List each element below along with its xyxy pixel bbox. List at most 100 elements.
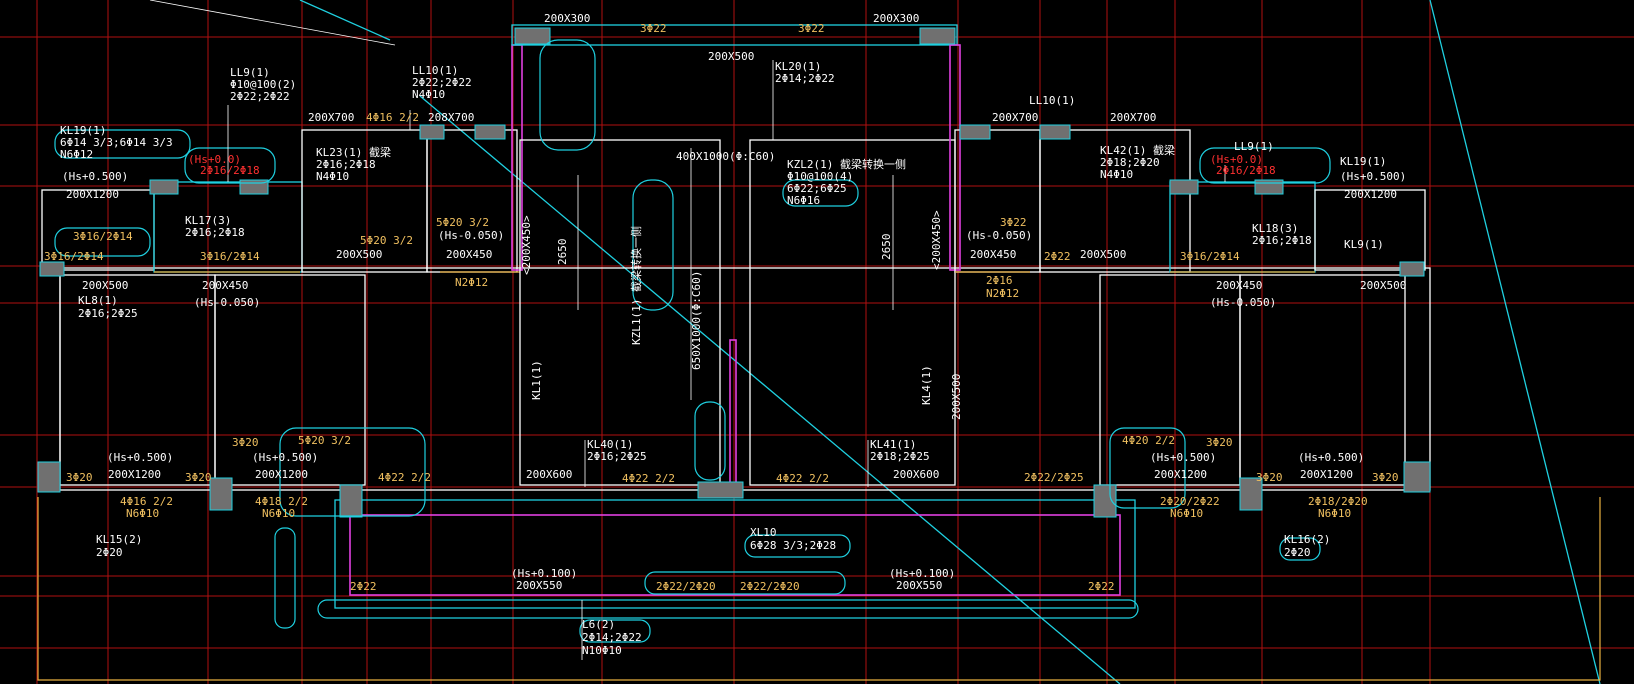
label-kl16: KL16(2) bbox=[1284, 533, 1330, 546]
label-kl18-rebar: 2Φ16;2Φ18 bbox=[1252, 234, 1312, 247]
cloud-2 bbox=[184, 147, 276, 184]
label-200x500-b: 200X500 bbox=[82, 279, 128, 292]
label-200x300-a: 200X300 bbox=[544, 12, 590, 25]
label-200x450-e: 200X450 bbox=[970, 248, 1016, 261]
label-n2f12-b: N2Φ12 bbox=[986, 287, 1019, 300]
label-kl9: KL9(1) bbox=[1344, 238, 1384, 251]
label-n6f10-a: N6Φ10 bbox=[126, 507, 159, 520]
label-kl40-rebar: 2Φ16;2Φ25 bbox=[587, 450, 647, 463]
label-200x1200-c: 200X1200 bbox=[1154, 468, 1207, 481]
label-4f22-a: 4Φ22 2/2 bbox=[378, 471, 431, 484]
column-19 bbox=[1039, 124, 1071, 140]
label-5f20-c: 5Φ20 3/2 bbox=[298, 434, 351, 447]
reference-diagonals bbox=[149, 0, 1601, 684]
label-kl20: KL20(1) bbox=[775, 60, 821, 73]
label-200x700-a: 200X700 bbox=[308, 111, 354, 124]
label-n6f10-d: N6Φ10 bbox=[1318, 507, 1351, 520]
label-kl1: KL1(1) bbox=[530, 360, 543, 400]
column-17 bbox=[474, 124, 506, 140]
column-3 bbox=[339, 484, 363, 518]
label-kl8: KL8(1) bbox=[78, 294, 118, 307]
label-kl15: KL15(2) bbox=[96, 533, 142, 546]
label-l6-rebar: 2Φ14;2Φ22 bbox=[582, 631, 642, 644]
label-kl19-right-elev: (Hs+0.500) bbox=[1340, 170, 1406, 183]
column-18 bbox=[959, 124, 991, 140]
label-400x1000: 400X1000(Φ:C60) bbox=[676, 150, 775, 163]
label-200x500-f: 200X500 bbox=[950, 374, 963, 420]
label-ll9-right: LL9(1) bbox=[1234, 140, 1274, 153]
left-lower-room-b bbox=[214, 274, 366, 486]
column-10 bbox=[149, 179, 179, 195]
label-200x600-b: 200X600 bbox=[893, 468, 939, 481]
cloud-10 bbox=[1109, 427, 1186, 509]
label-ll10-left: LL10(1) bbox=[412, 64, 458, 77]
label-200x450-d: <200X450> bbox=[930, 210, 943, 270]
leader-lines bbox=[227, 60, 1226, 660]
label-200x450-b: 200X450 bbox=[202, 279, 248, 292]
cloud-1 bbox=[54, 129, 191, 159]
center-shaft-right bbox=[749, 139, 956, 486]
label-elev-neg050-e: (Hs-0.050) bbox=[966, 229, 1032, 242]
label-elev-100-a: (Hs+0.100) bbox=[511, 567, 577, 580]
label-200x1200-left: 200X1200 bbox=[66, 188, 119, 201]
cloud-6 bbox=[632, 179, 674, 311]
label-3f20-b: 3Φ20 bbox=[66, 471, 93, 484]
label-5f20-a: 5Φ20 3/2 bbox=[360, 234, 413, 247]
center-top-beam bbox=[511, 24, 958, 46]
label-kl23: KL23(1) 截梁 bbox=[316, 145, 391, 159]
right-wing bbox=[954, 129, 1426, 486]
outer-boundary bbox=[37, 497, 1601, 681]
center-column-line bbox=[729, 339, 737, 491]
label-kl19-left-elev: (Hs+0.500) bbox=[62, 170, 128, 183]
label-ll9-stirrup: Φ10@100(2) bbox=[230, 78, 296, 91]
label-2f22-2f25: 2Φ22/2Φ25 bbox=[1024, 471, 1084, 484]
label-200x500-a: 200X500 bbox=[336, 248, 382, 261]
label-3f16-b: 3Φ16/2Φ14 bbox=[44, 250, 104, 263]
label-5f20-b: 5Φ20 3/2 bbox=[436, 216, 489, 229]
label-200x300-b: 200X300 bbox=[873, 12, 919, 25]
cloud-4 bbox=[279, 427, 426, 517]
label-650x1000: 650X1000(Φ:C60) bbox=[690, 271, 703, 370]
label-200x500-top: 200X500 bbox=[708, 50, 754, 63]
label-l6-stirrup: N10Φ10 bbox=[582, 644, 622, 657]
label-3f22-b: 3Φ22 bbox=[798, 22, 825, 35]
label-kl19-left-rebar: 6Φ14 3/3;6Φ14 3/3 bbox=[60, 136, 173, 149]
cloud-13 bbox=[644, 571, 846, 595]
label-red-note-right: (Hs+0.0) bbox=[1210, 153, 1263, 166]
column-16 bbox=[419, 124, 445, 140]
cloud-9 bbox=[1199, 147, 1331, 184]
column-2 bbox=[209, 477, 233, 511]
label-kl23-rebar: 2Φ16;2Φ18 bbox=[316, 158, 376, 171]
column-11 bbox=[239, 179, 269, 195]
label-4f22-b: 4Φ22 2/2 bbox=[622, 472, 675, 485]
right-lower-room-b bbox=[1239, 274, 1406, 486]
label-kl19-right: KL19(1) bbox=[1340, 155, 1386, 168]
label-3f20-a: 3Φ20 bbox=[232, 436, 259, 449]
diagonal-line-d bbox=[299, 0, 391, 41]
bottom-terrace-beam bbox=[334, 499, 1136, 609]
cloud-11 bbox=[317, 599, 1139, 619]
label-3f20-e: 3Φ20 bbox=[1256, 471, 1283, 484]
label-200x1200-d: 200X1200 bbox=[1300, 468, 1353, 481]
labels-center: 200X300 200X300 3Φ22 3Φ22 200X500 KL20(1… bbox=[520, 12, 955, 657]
label-kl41-rebar: 2Φ18;2Φ25 bbox=[870, 450, 930, 463]
label-2f22-d: 2Φ22 bbox=[1088, 580, 1115, 593]
cloud-16 bbox=[1279, 537, 1321, 561]
label-3f20-c: 3Φ20 bbox=[185, 471, 212, 484]
revision-clouds bbox=[54, 39, 1331, 643]
column-1 bbox=[37, 461, 61, 493]
label-2f22-2f20-a: 2Φ22/2Φ20 bbox=[656, 580, 716, 593]
label-200x450-a: 200X450 bbox=[446, 248, 492, 261]
cloud-3 bbox=[54, 227, 151, 257]
label-l6: L6(2) bbox=[582, 618, 615, 631]
label-2f16: 2Φ16 bbox=[986, 274, 1013, 287]
label-2650-b: 2650 bbox=[880, 234, 893, 261]
label-ll10-right: LL10(1) bbox=[1029, 94, 1075, 107]
label-kzl2-rebar: 6Φ22;6Φ25 bbox=[787, 182, 847, 195]
label-kl20-rebar: 2Φ14;2Φ22 bbox=[775, 72, 835, 85]
label-3f16-left: 3Φ16/2Φ14 bbox=[73, 230, 133, 243]
bottom-terrace-inner bbox=[349, 514, 1121, 596]
right-room-c bbox=[1039, 129, 1191, 273]
label-4f18-a: 4Φ18 2/2 bbox=[255, 495, 308, 508]
